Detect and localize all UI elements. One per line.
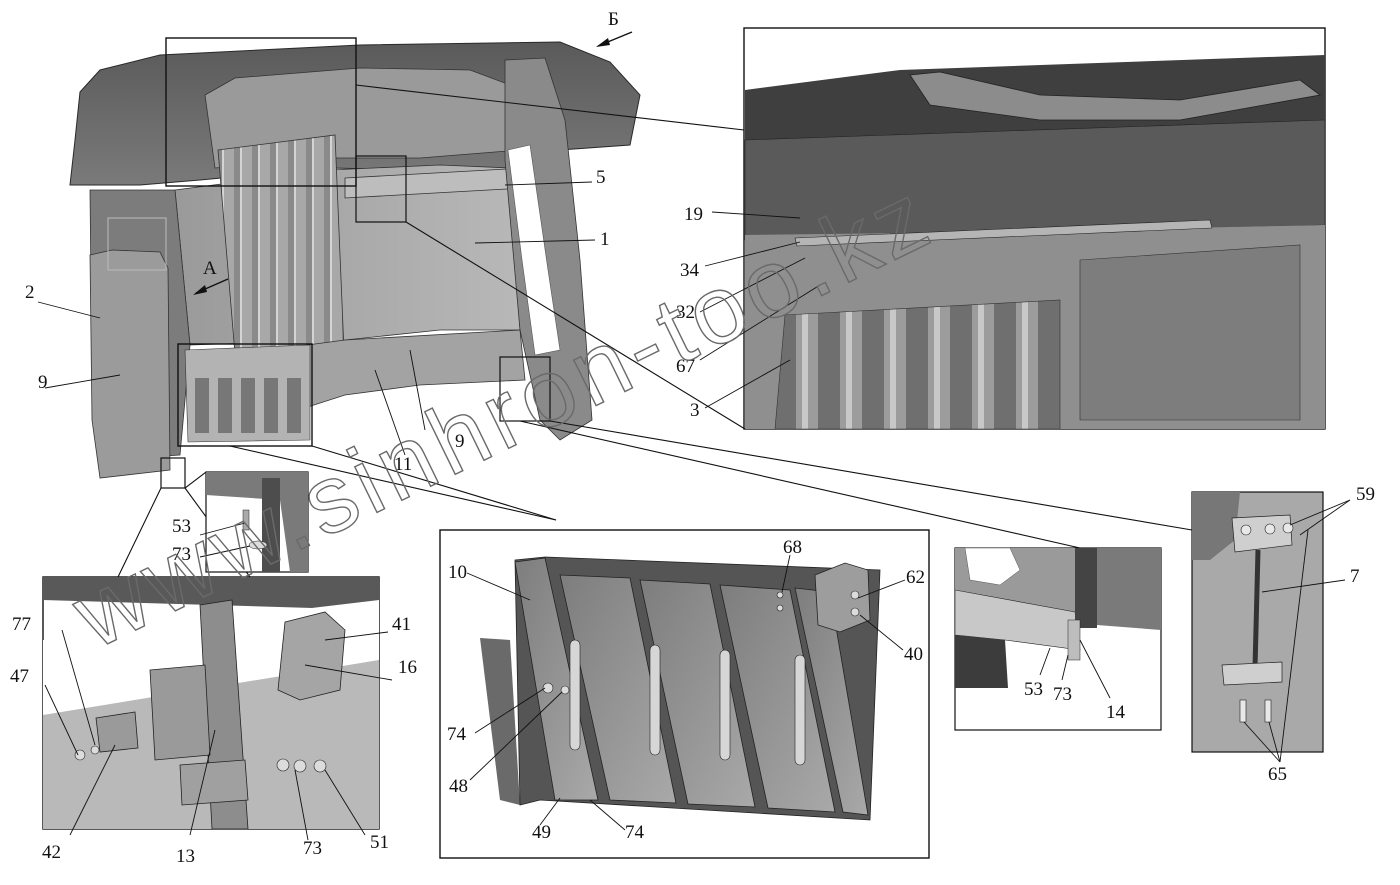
label-19: 19: [684, 204, 703, 225]
label-1: 1: [600, 229, 610, 250]
view-arrow-a-label: А: [203, 258, 217, 279]
roof-detail-labels: [699, 211, 821, 409]
label-40: 40: [904, 644, 923, 665]
hinge-cover: [277, 611, 346, 701]
label-34: 34: [680, 260, 700, 281]
label-62: 62: [906, 567, 925, 588]
left-cover-panel: [89, 249, 171, 479]
label-42: 42: [42, 842, 61, 863]
rod-upper-hinge: [1231, 514, 1293, 553]
label-5: 5: [596, 167, 606, 188]
label-68: 68: [783, 537, 802, 558]
label-9-left: 9: [38, 372, 48, 393]
roof-detail-inner-panel: [1079, 244, 1301, 421]
rod-lower-hinge: [1221, 661, 1283, 686]
callout-frame-small: [160, 457, 186, 489]
label-51: 51: [370, 832, 389, 853]
main-cab-view: [69, 37, 641, 489]
louver-hinge-plate: [814, 562, 871, 633]
rod-7: [1252, 549, 1261, 669]
label-73-hinge: 73: [303, 838, 322, 859]
label-9-bottom: 9: [455, 431, 465, 452]
label-2: 2: [25, 282, 35, 303]
callout-frame-roof: [165, 37, 357, 187]
small-detail-view: [199, 471, 309, 573]
rod-detail-view: [1191, 491, 1351, 763]
label-13: 13: [176, 846, 195, 867]
louver-slats-main: [195, 378, 301, 433]
label-3: 3: [690, 400, 700, 421]
label-53-small: 53: [172, 516, 191, 537]
label-14: 14: [1106, 702, 1126, 723]
view-arrow-a: А: [193, 258, 229, 295]
label-73-bracket: 73: [1053, 684, 1072, 705]
roof-detail-tubes: [774, 299, 1061, 430]
callout-frame-bracket: [499, 356, 551, 422]
label-65: 65: [1268, 764, 1287, 785]
label-41: 41: [392, 614, 411, 635]
label-59: 59: [1356, 484, 1375, 505]
label-73-small: 73: [172, 544, 191, 565]
main-view-labels: [37, 181, 596, 456]
view-arrow-b: Б: [596, 9, 633, 47]
label-32: 32: [676, 302, 695, 323]
callout-frame-louver: [177, 343, 313, 447]
roof-detail-view: [699, 27, 1326, 430]
bracket-detail-view: [954, 547, 1162, 731]
label-7: 7: [1350, 566, 1360, 587]
label-77: 77: [12, 614, 31, 635]
hinge-plate: [149, 664, 211, 761]
label-16: 16: [398, 657, 417, 678]
label-67: 67: [676, 356, 695, 377]
louver-frame-back: [480, 638, 520, 805]
label-49: 49: [532, 822, 551, 843]
louver-detail-view: [439, 529, 930, 859]
label-47: 47: [10, 666, 29, 687]
label-10: 10: [448, 562, 467, 583]
label-53-bracket: 53: [1024, 679, 1043, 700]
label-74-left: 74: [447, 724, 467, 745]
hinge-detail-view: [42, 576, 393, 841]
callout-frame-beam: [355, 155, 407, 223]
label-48: 48: [449, 776, 468, 797]
label-11: 11: [394, 454, 412, 475]
connector-lines: [117, 84, 1193, 578]
hinge-lower-plate: [179, 759, 249, 806]
label-74-bottom: 74: [625, 822, 645, 843]
callout-frame-hinge-zone: [107, 217, 167, 271]
roof-detail-rail: [909, 71, 1321, 121]
view-arrow-b-label: Б: [608, 9, 619, 30]
door-window-gap: [507, 144, 561, 356]
hinge-bracket-small: [95, 711, 139, 753]
